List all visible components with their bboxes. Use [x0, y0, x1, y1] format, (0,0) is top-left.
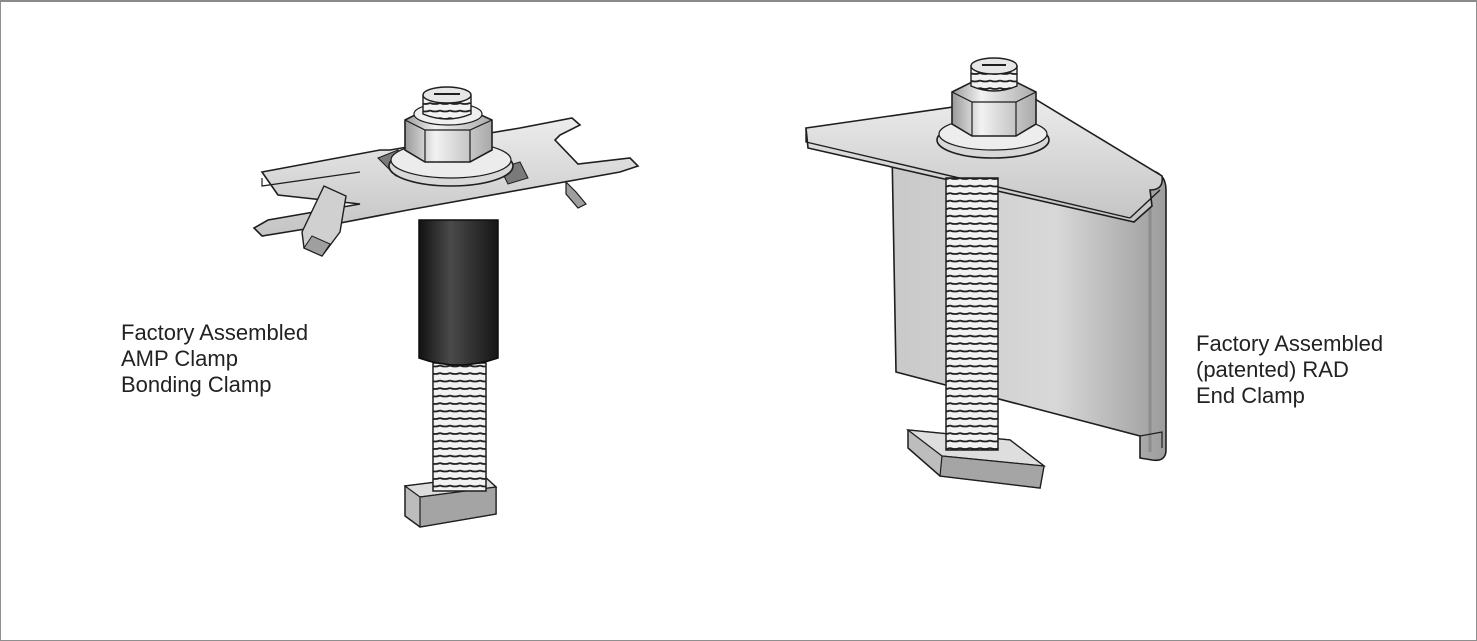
rad-clamp-label: Factory Assembled (patented) RAD End Cla… [1196, 331, 1383, 409]
rad-bolt-tip [970, 57, 1018, 92]
amp-clamp-label: Factory Assembled AMP Clamp Bonding Clam… [121, 320, 308, 398]
amp-label-line-2: AMP Clamp [121, 346, 238, 371]
rad-label-line-3: End Clamp [1196, 383, 1305, 408]
rad-t-bolt-head [905, 429, 1047, 489]
rad-label-line-2: (patented) RAD [1196, 357, 1349, 382]
amp-label-line-3: Bonding Clamp [121, 372, 272, 397]
amp-clamp-drawing [252, 86, 640, 528]
amp-bolt-tip [422, 86, 472, 120]
rad-top-flange [805, 95, 1164, 223]
rad-clamp-drawing [805, 57, 1167, 489]
frame-top-border [0, 0, 1477, 2]
amp-label-line-1: Factory Assembled [121, 320, 309, 345]
rad-threaded-rod [945, 177, 999, 451]
rad-label-line-1: Factory Assembled [1196, 331, 1384, 356]
amp-sleeve [418, 219, 499, 366]
amp-threaded-rod [432, 362, 487, 492]
